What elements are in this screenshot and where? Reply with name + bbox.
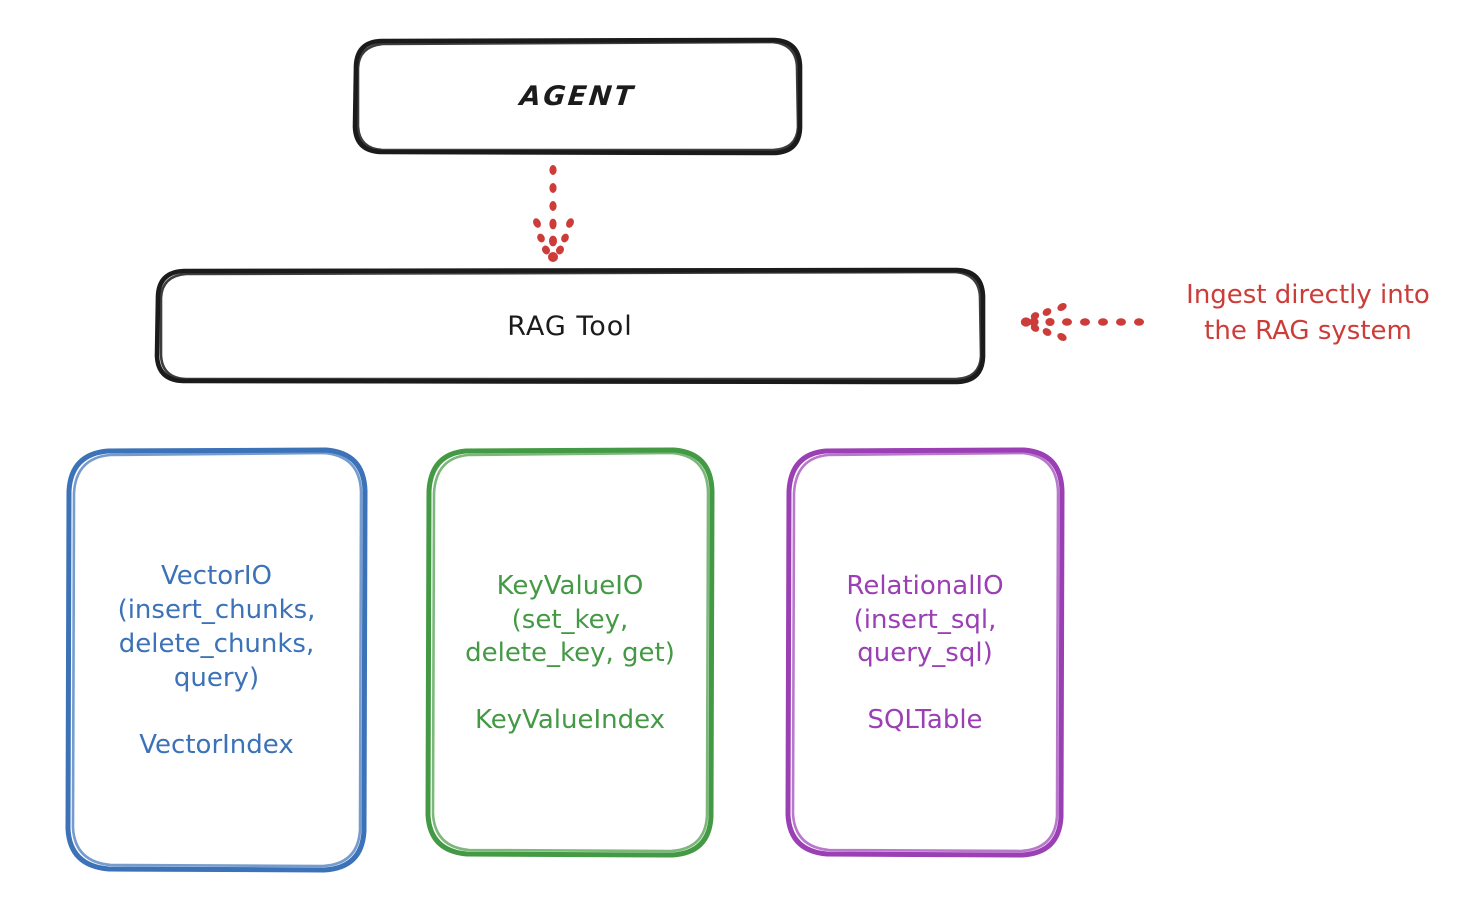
vectorio-node[interactable]: VectorIO (insert_chunks, delete_chunks, …: [68, 450, 365, 870]
rag-tool-node[interactable]: RAG Tool: [157, 270, 983, 382]
agent-to-rag-tool-arrow: [533, 165, 574, 262]
vectorio-api-label: VectorIO (insert_chunks, delete_chunks, …: [117, 561, 316, 693]
agent-box-outline: [352, 37, 803, 156]
relationalio-node[interactable]: RelationalIO (insert_sql, query_sql) SQL…: [788, 450, 1062, 855]
keyvalueio-box-outline: [425, 447, 715, 858]
vectorio-index-label: VectorIndex: [139, 729, 294, 760]
ingest-annotation-text: Ingest directly into the RAG system: [1186, 280, 1430, 346]
vectorio-box-outline: [65, 447, 368, 873]
ingest-arrow: [1020, 303, 1144, 341]
keyvalueio-index-label: KeyValueIndex: [474, 705, 666, 736]
rag-tool-box-outline: [154, 267, 986, 385]
rag-tool-label: RAG Tool: [507, 310, 633, 342]
keyvalueio-api-label: KeyValueIO (set_key, delete_key, get): [465, 570, 675, 669]
relationalio-api-label: RelationalIO (insert_sql, query_sql): [846, 570, 1004, 669]
keyvalueio-node[interactable]: KeyValueIO (set_key, delete_key, get) Ke…: [428, 450, 712, 855]
relationalio-index-label: SQLTable: [867, 705, 983, 736]
agent-label: AGENT: [518, 81, 637, 112]
relationalio-box-outline: [785, 447, 1065, 858]
agent-node[interactable]: AGENT: [355, 40, 800, 153]
